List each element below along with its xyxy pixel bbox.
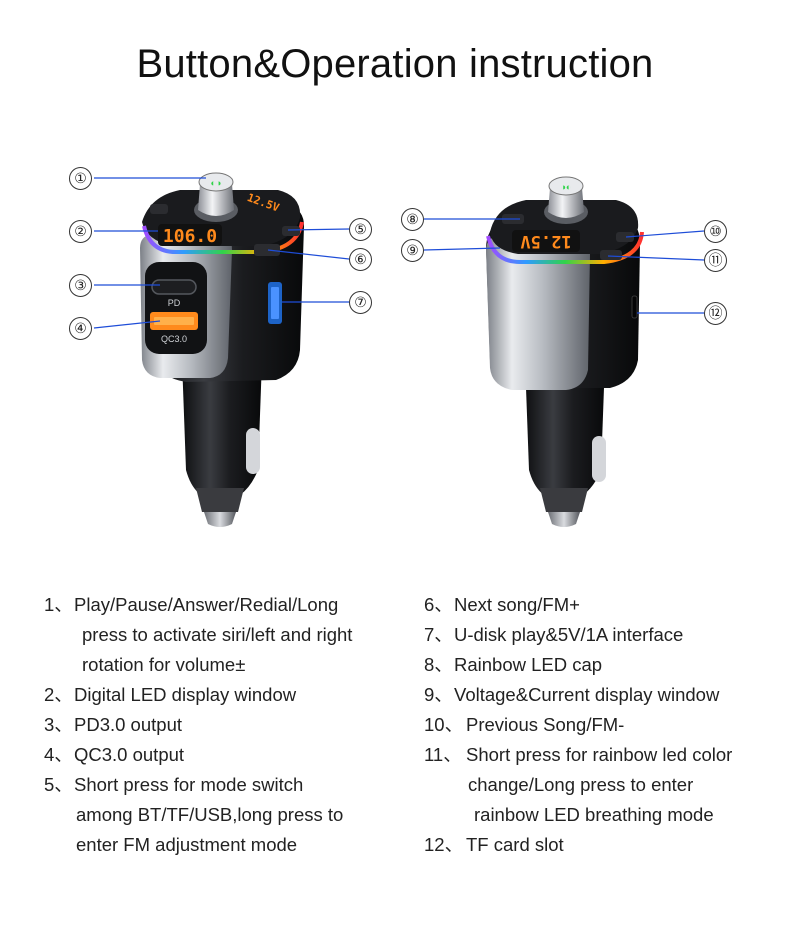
instruction-text: TF card slot <box>466 834 564 855</box>
instruction-number: 1、 <box>44 594 73 615</box>
instruction-text: Voltage&Current display window <box>454 684 720 705</box>
instruction-1-line-1: 1、 Play/Pause/Answer/Redial/Long <box>44 590 404 620</box>
rainbow-button <box>600 250 622 260</box>
instruction-1-line-3: rotation for volume± <box>44 650 404 680</box>
callout-2: ② <box>69 220 92 243</box>
tf-slot <box>631 295 638 319</box>
instruction-8: 8、 Rainbow LED cap <box>424 650 784 680</box>
instruction-number: 4、 <box>44 744 73 765</box>
instruction-text: rainbow LED breathing mode <box>474 804 714 825</box>
qc-label: QC3.0 <box>161 334 187 344</box>
instruction-11-line-1: 11、 Short press for rainbow led color <box>424 740 784 770</box>
instruction-12: 12、 TF card slot <box>424 830 784 860</box>
instruction-7: 7、 U-disk play&5V/1A interface <box>424 620 784 650</box>
callout-5: ⑤ <box>349 218 372 241</box>
callout-1: ① <box>69 167 92 190</box>
callout-11: ⑪ <box>704 249 727 272</box>
instruction-number: 10、 <box>424 714 464 735</box>
instruction-3: 3、 PD3.0 output <box>44 710 404 740</box>
instruction-5-line-2: among BT/TF/USB,long press to <box>44 800 404 830</box>
instruction-text: among BT/TF/USB,long press to <box>76 804 344 825</box>
instruction-5-line-1: 5、 Short press for mode switch <box>44 770 404 800</box>
instruction-text: enter FM adjustment mode <box>76 834 298 855</box>
instruction-text: change/Long press to enter <box>468 774 694 795</box>
instruction-11-line-2: change/Long press to enter <box>424 770 784 800</box>
instruction-text: Play/Pause/Answer/Redial/Long <box>74 594 339 615</box>
left-button <box>150 204 168 214</box>
instruction-text: Previous Song/FM- <box>466 714 625 735</box>
callout-12: ⑫ <box>704 302 727 325</box>
instructions-left: 1、 Play/Pause/Answer/Redial/Long press t… <box>44 590 404 860</box>
instruction-number: 9、 <box>424 684 453 705</box>
instruction-number: 6、 <box>424 594 453 615</box>
instruction-text: Next song/FM+ <box>454 594 580 615</box>
instruction-text: U-disk play&5V/1A interface <box>454 624 684 645</box>
instruction-text: rotation for volume± <box>82 654 246 675</box>
callout-4: ④ <box>69 317 92 340</box>
instruction-number: 7、 <box>424 624 453 645</box>
back-knob-icon: ◑◐ <box>561 182 572 192</box>
instruction-number: 2、 <box>44 684 73 705</box>
callout-7: ⑦ <box>349 291 372 314</box>
instruction-number: 8、 <box>424 654 453 675</box>
back-led-display: 12.5V <box>520 231 571 251</box>
instruction-text: Digital LED display window <box>74 684 297 705</box>
mode-button <box>282 226 300 236</box>
instruction-number: 11、 <box>424 744 462 765</box>
instruction-4: 4、 QC3.0 output <box>44 740 404 770</box>
callout-10: ⑩ <box>704 220 727 243</box>
instruction-1-line-2: press to activate siri/left and right <box>44 620 404 650</box>
instruction-9: 9、 Voltage&Current display window <box>424 680 784 710</box>
instruction-11-line-3: rainbow LED breathing mode <box>424 800 784 830</box>
callout-8: ⑧ <box>401 208 424 231</box>
product-illustration: PD QC3.0 106.0 12.5V ◐◑ <box>93 172 705 527</box>
next-button <box>254 244 280 256</box>
instruction-number: 5、 <box>44 774 73 795</box>
instruction-text: PD3.0 output <box>74 714 182 735</box>
instruction-text: press to activate siri/left and right <box>82 624 353 645</box>
instruction-text: Rainbow LED cap <box>454 654 603 675</box>
instruction-5-line-3: enter FM adjustment mode <box>44 830 404 860</box>
back-device: 12.5V ◑◐ <box>486 176 644 527</box>
instruction-text: Short press for rainbow led color <box>466 744 733 765</box>
front-led-display: 106.0 <box>163 226 217 247</box>
instruction-2: 2、 Digital LED display window <box>44 680 404 710</box>
knob-icon: ◐◑ <box>211 178 222 188</box>
instruction-6: 6、 Next song/FM+ <box>424 590 784 620</box>
pd-port <box>151 279 197 295</box>
instruction-number: 12、 <box>424 834 464 855</box>
leader-lines <box>93 177 705 329</box>
pd-label: PD <box>168 298 181 308</box>
front-device: PD QC3.0 106.0 12.5V ◐◑ <box>140 172 304 527</box>
instruction-text: QC3.0 output <box>74 744 185 765</box>
page-title: Button&Operation instruction <box>136 42 654 86</box>
callout-3: ③ <box>69 274 92 297</box>
callout-6: ⑥ <box>349 248 372 271</box>
callout-9: ⑨ <box>401 239 424 262</box>
instructions-right: 6、 Next song/FM+ 7、 U-disk play&5V/1A in… <box>424 590 784 860</box>
instruction-text: Short press for mode switch <box>74 774 304 795</box>
instruction-10: 10、 Previous Song/FM- <box>424 710 784 740</box>
instruction-number: 3、 <box>44 714 73 735</box>
